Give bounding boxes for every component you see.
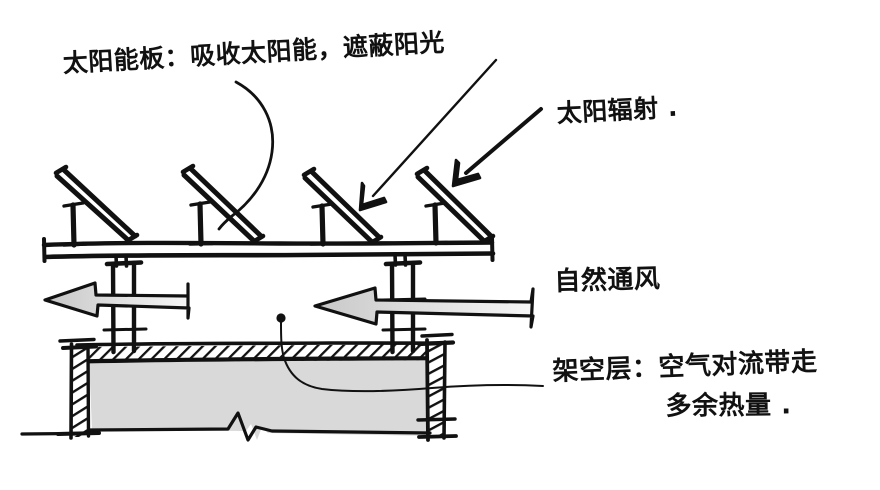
building-interior-fill: [89, 357, 433, 440]
panel-support-post-1: [70, 202, 77, 248]
panel-support-post-4: [432, 202, 439, 246]
label-raised-floor-line2: 多余热量 .: [665, 390, 792, 422]
leader-raised-floor: [276, 313, 544, 393]
wall-right-hatched: [416, 332, 458, 442]
solar-panel-2: [180, 163, 266, 247]
panel-support-post-2: [197, 201, 204, 247]
solar-panel-3: [301, 166, 384, 247]
sun-ray-arrow-2: [451, 107, 543, 188]
wall-left-hatched: [20, 337, 101, 440]
solar-panel-1: [53, 164, 140, 248]
sun-ray-arrow-1: [358, 58, 498, 212]
ventilation-arrow-right: [313, 286, 535, 329]
ventilation-arrow-left: [43, 281, 191, 320]
roof-beam: [41, 235, 496, 263]
label-natural-ventilation: 自然通风: [554, 264, 661, 297]
leader-endpoint-dot: [276, 313, 286, 323]
label-solar-radiation: 太阳辐射 .: [556, 92, 679, 128]
panel-support-post-3: [319, 203, 326, 247]
break-line-symbol: [88, 411, 432, 442]
leader-solar-panel: [217, 80, 275, 231]
floor-slab-hatched: [75, 341, 444, 364]
label-raised-floor: 架空层：空气对流带走多余热量 .: [552, 346, 820, 429]
solar-panel-4: [414, 165, 496, 246]
